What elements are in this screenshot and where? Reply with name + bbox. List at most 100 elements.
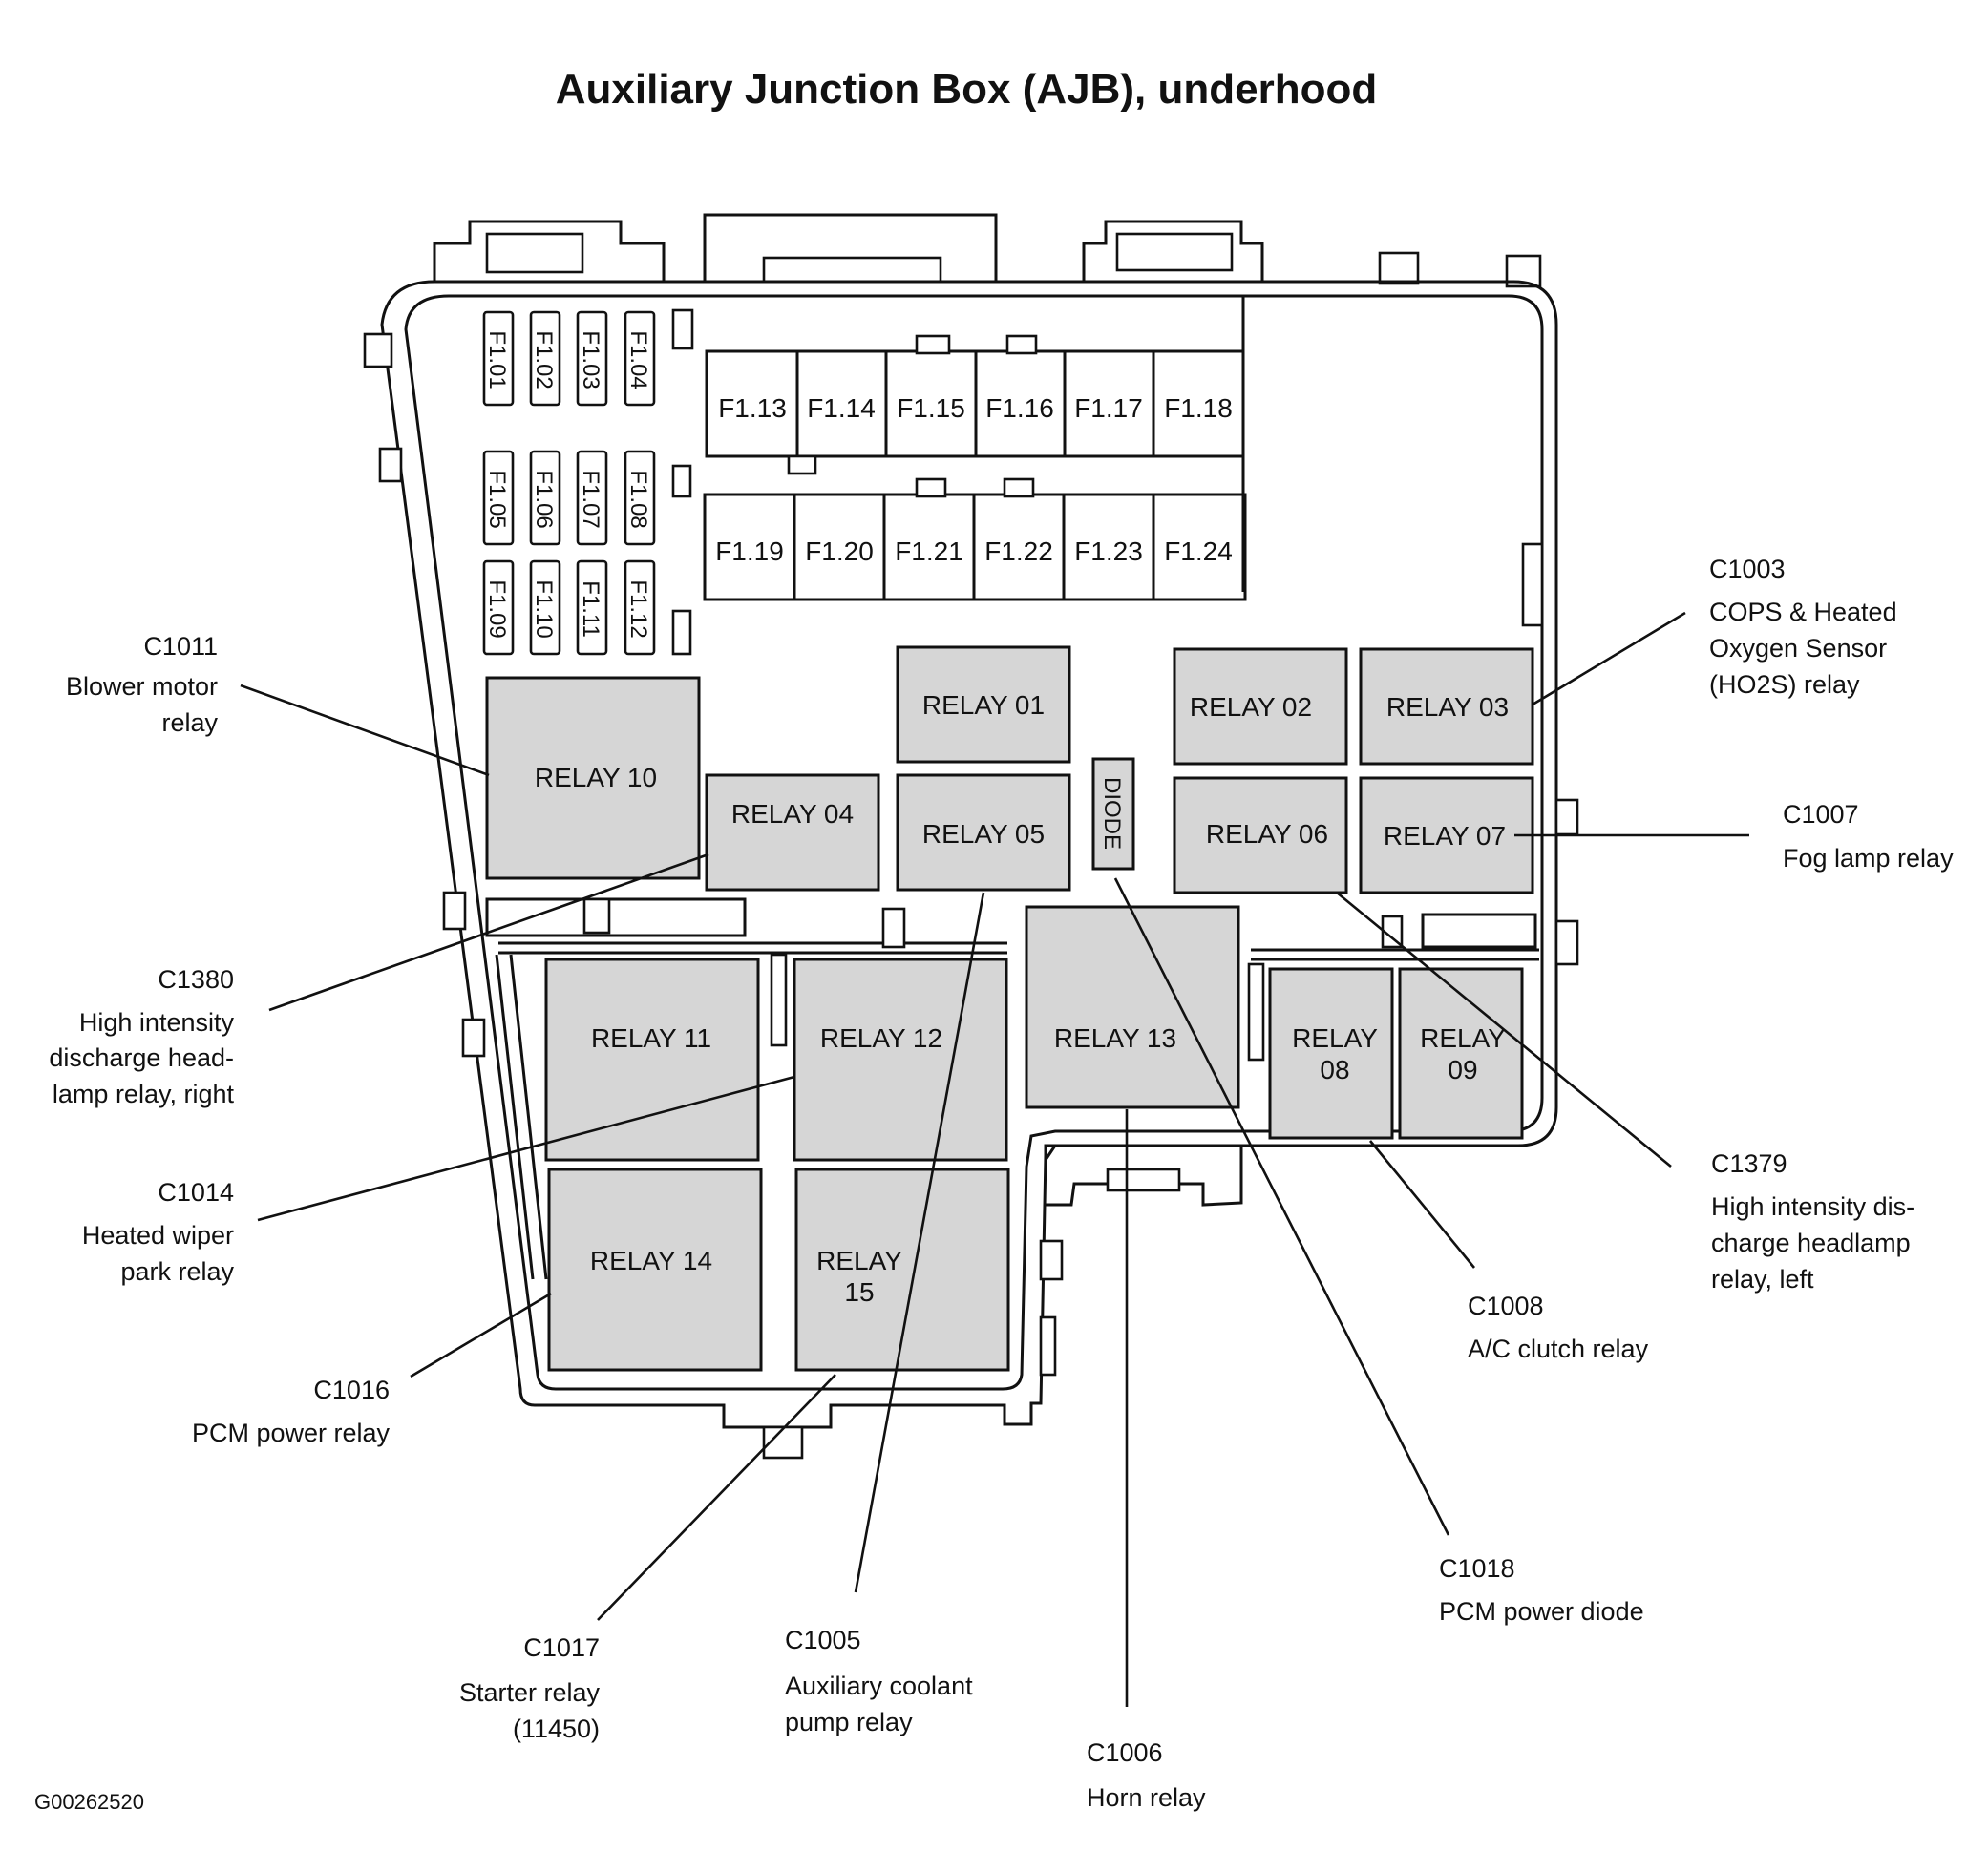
relay-05: RELAY 05: [896, 773, 1071, 892]
relay-07: RELAY 07: [1359, 776, 1534, 894]
svg-text:RELAY 05: RELAY 05: [922, 819, 1045, 849]
callout-code: C1014: [158, 1178, 234, 1207]
fuse-f120: F1.20: [805, 537, 874, 566]
fuse-f110: F1.10: [529, 559, 561, 656]
svg-text:F1.09: F1.09: [484, 579, 510, 638]
svg-text:F1.05: F1.05: [484, 470, 510, 528]
leader-c1011: [240, 684, 490, 777]
fuse-f122: F1.22: [984, 537, 1053, 566]
fuse-f116: F1.16: [985, 393, 1054, 423]
leader-c1018: [1113, 877, 1450, 1536]
svg-text:COPS & Heated: COPS & Heated: [1709, 598, 1897, 626]
callout-c1011: C1011 Blower motor relay: [66, 632, 219, 737]
diode: DIODE: [1091, 757, 1135, 871]
relay-12: RELAY 12: [793, 958, 1008, 1162]
callout-code: C1007: [1783, 800, 1859, 829]
svg-text:relay, left: relay, left: [1711, 1265, 1814, 1294]
fuse-row-bottom: F1.19 F1.20 F1.21 F1.22 F1.23 F1.24: [715, 477, 1233, 600]
fuse-f117: F1.17: [1074, 393, 1143, 423]
callout-code: C1016: [313, 1376, 390, 1404]
svg-text:RELAY 14: RELAY 14: [590, 1246, 712, 1275]
svg-text:park relay: park relay: [120, 1257, 234, 1286]
svg-text:pump relay: pump relay: [785, 1708, 913, 1736]
svg-text:RELAY: RELAY: [816, 1246, 902, 1275]
leader-c1380: [268, 852, 709, 1012]
svg-text:F1.02: F1.02: [531, 330, 557, 389]
fuse-f113: F1.13: [718, 393, 787, 423]
fuse-f102: F1.02: [529, 310, 561, 407]
svg-text:Fog lamp relay: Fog lamp relay: [1783, 844, 1954, 873]
svg-text:F1.08: F1.08: [625, 470, 651, 528]
leader-c1014: [257, 1075, 795, 1222]
relay-11: RELAY 11: [544, 958, 760, 1162]
fuse-f124: F1.24: [1164, 537, 1233, 566]
svg-text:F1.10: F1.10: [531, 579, 557, 638]
relay-04: RELAY 04: [705, 773, 880, 892]
relay-03: RELAY 03: [1359, 647, 1534, 766]
fuse-f109: F1.09: [482, 559, 515, 656]
callout-code: C1005: [785, 1626, 861, 1654]
svg-text:Horn relay: Horn relay: [1087, 1783, 1206, 1812]
leader-c1017: [597, 1374, 836, 1621]
leader-c1008: [1368, 1140, 1476, 1269]
svg-text:F1.01: F1.01: [484, 330, 510, 389]
fuse-f103: F1.03: [576, 310, 608, 407]
svg-text:High intensity dis-: High intensity dis-: [1711, 1192, 1914, 1221]
callout-c1005: C1005 Auxiliary coolant pump relay: [785, 1626, 973, 1736]
svg-text:PCM power diode: PCM power diode: [1439, 1597, 1644, 1626]
leader-c1003: [1532, 611, 1686, 706]
callout-code: C1003: [1709, 555, 1786, 583]
svg-text:Blower motor: Blower motor: [66, 672, 218, 701]
fuse-f123: F1.23: [1074, 537, 1143, 566]
svg-text:RELAY 06: RELAY 06: [1206, 819, 1328, 849]
svg-text:RELAY 11: RELAY 11: [591, 1023, 711, 1053]
callout-c1007: C1007 Fog lamp relay: [1783, 800, 1954, 873]
callout-c1016: C1016 PCM power relay: [192, 1376, 391, 1447]
leader-c1005: [854, 892, 985, 1593]
svg-text:charge headlamp: charge headlamp: [1711, 1229, 1911, 1257]
svg-text:PCM power relay: PCM power relay: [192, 1419, 391, 1447]
svg-text:15: 15: [844, 1277, 874, 1307]
callout-code: C1017: [523, 1633, 600, 1662]
svg-text:F1.11: F1.11: [578, 580, 603, 638]
relay-02: RELAY 02: [1173, 647, 1348, 766]
fuse-f115: F1.15: [897, 393, 965, 423]
svg-text:Oxygen Sensor: Oxygen Sensor: [1709, 634, 1887, 663]
fuse-f118: F1.18: [1164, 393, 1233, 423]
relay-14: RELAY 14: [547, 1168, 763, 1372]
relay-08: RELAY 08: [1268, 967, 1394, 1140]
svg-text:RELAY 01: RELAY 01: [922, 690, 1045, 720]
relay-01: RELAY 01: [896, 645, 1071, 764]
leader-c1379: [1336, 891, 1672, 1168]
svg-text:Auxiliary coolant: Auxiliary coolant: [785, 1672, 973, 1700]
svg-text:F1.04: F1.04: [625, 330, 651, 389]
callout-code: C1008: [1468, 1292, 1544, 1320]
relay-06: RELAY 06: [1173, 776, 1348, 894]
leader-lines: [240, 611, 1749, 1707]
relay-10: RELAY 10: [485, 676, 701, 880]
callout-c1008: C1008 A/C clutch relay: [1468, 1292, 1649, 1363]
svg-text:relay: relay: [161, 708, 218, 737]
svg-text:(HO2S) relay: (HO2S) relay: [1709, 670, 1860, 699]
svg-text:(11450): (11450): [513, 1715, 600, 1743]
svg-text:Starter relay: Starter relay: [459, 1678, 601, 1707]
svg-text:RELAY 04: RELAY 04: [731, 799, 854, 829]
housing-outline: [363, 213, 1579, 1460]
svg-text:RELAY: RELAY: [1420, 1023, 1506, 1053]
callout-c1006: C1006 Horn relay: [1087, 1738, 1206, 1812]
svg-text:RELAY 03: RELAY 03: [1386, 692, 1509, 722]
callout-c1379: C1379 High intensity dis- charge headlam…: [1711, 1149, 1914, 1294]
svg-text:DIODE: DIODE: [1099, 777, 1125, 850]
callout-code: C1006: [1087, 1738, 1163, 1767]
callout-c1018: C1018 PCM power diode: [1439, 1554, 1644, 1626]
callout-code: C1011: [143, 632, 218, 661]
fuse-f108: F1.08: [624, 450, 656, 546]
callout-code: C1379: [1711, 1149, 1787, 1178]
callout-c1014: C1014 Heated wiper park relay: [82, 1178, 235, 1286]
svg-text:F1.12: F1.12: [625, 579, 651, 638]
fuse-row-top: F1.13 F1.14 F1.15 F1.16 F1.17 F1.18: [718, 334, 1233, 475]
svg-text:A/C clutch relay: A/C clutch relay: [1468, 1335, 1649, 1363]
callout-c1017: C1017 Starter relay (11450): [459, 1633, 601, 1743]
svg-text:RELAY: RELAY: [1292, 1023, 1378, 1053]
